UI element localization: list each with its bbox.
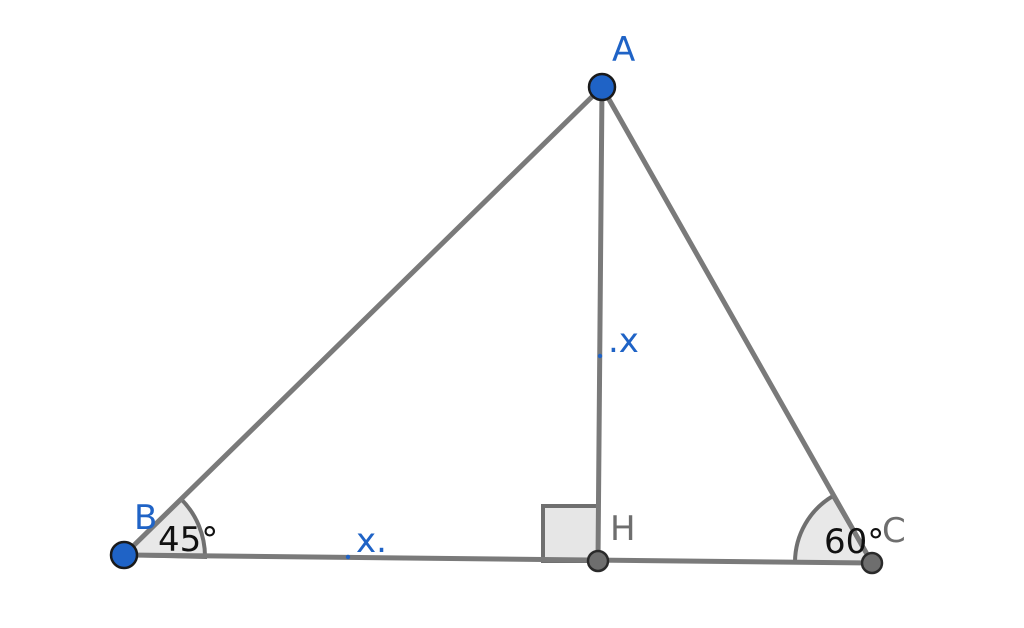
point-c[interactable] bbox=[860, 551, 884, 575]
point-b-label: B bbox=[134, 498, 157, 538]
segment-ah bbox=[595, 84, 605, 564]
point-c-label: C bbox=[882, 511, 906, 551]
segment-bh-midpoint-dot bbox=[345, 554, 351, 560]
angle-c-label: 60° bbox=[824, 522, 884, 562]
point-a[interactable] bbox=[587, 72, 617, 102]
segment-ah-midpoint-dot bbox=[597, 353, 603, 359]
point-a-label: A bbox=[612, 30, 635, 70]
segment-ah-label: .x bbox=[608, 321, 639, 361]
segment-bh-label: x. bbox=[356, 521, 387, 561]
segment-bc bbox=[121, 552, 875, 566]
segment-ac bbox=[599, 84, 875, 566]
right-angle-marker bbox=[541, 504, 600, 563]
angle-b-label: 45° bbox=[158, 520, 218, 560]
point-h[interactable] bbox=[586, 549, 610, 573]
point-b[interactable] bbox=[109, 540, 139, 570]
point-h-label: H bbox=[610, 509, 636, 549]
angle-c-arc bbox=[792, 493, 876, 566]
segment-ab bbox=[121, 84, 605, 558]
